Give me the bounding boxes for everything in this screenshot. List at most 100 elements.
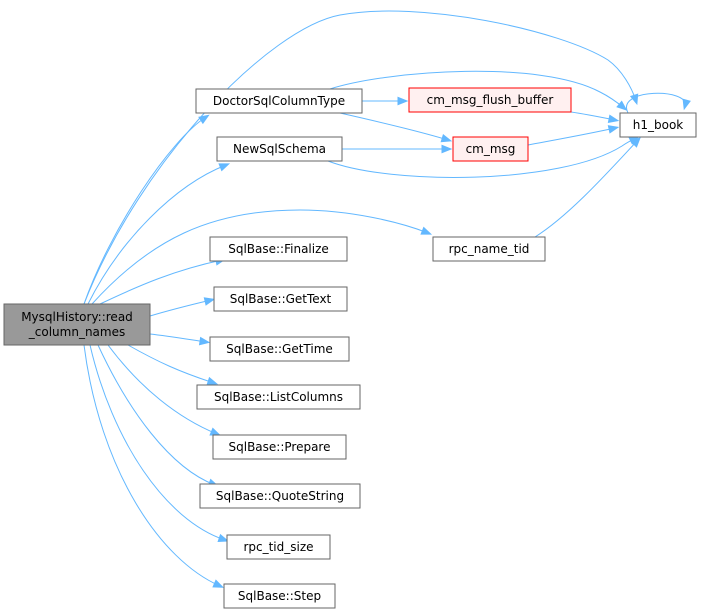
edge-cmmsg-to-h1book xyxy=(527,125,620,146)
node-box[interactable] xyxy=(226,534,331,560)
node-cmmsg[interactable]: cm_msg xyxy=(452,136,529,162)
edge-line xyxy=(327,137,637,178)
edge-line xyxy=(97,344,216,486)
edge-arrowhead xyxy=(217,533,230,543)
node-flush[interactable]: cm_msg_flush_buffer xyxy=(408,87,572,113)
edge-arrowhead xyxy=(682,98,691,111)
node-box[interactable] xyxy=(213,286,348,312)
edge-line xyxy=(570,111,616,121)
edge-doctor-to-flush xyxy=(361,96,409,106)
edge-doctor-to-h1book xyxy=(329,70,628,111)
edge-line xyxy=(149,333,207,343)
node-box[interactable] xyxy=(209,336,350,362)
edge-arrowhead xyxy=(397,96,409,106)
node-label: DoctorSqlColumnType xyxy=(213,94,345,108)
edge-flush-to-h1book xyxy=(570,111,620,123)
edge-arrowhead xyxy=(607,125,620,134)
node-box[interactable] xyxy=(209,236,348,262)
node-nametid[interactable]: rpc_name_tid xyxy=(432,236,546,262)
edge-root-to-doctor xyxy=(83,114,210,305)
edge-line xyxy=(527,127,616,146)
edge-line xyxy=(127,344,215,384)
edge-line xyxy=(87,164,227,305)
node-doctor[interactable]: DoctorSqlColumnType xyxy=(195,88,363,114)
edge-arrowhead xyxy=(440,133,453,143)
node-newschema[interactable]: NewSqlSchema xyxy=(216,136,343,162)
node-box[interactable] xyxy=(619,112,697,138)
node-label: cm_msg_flush_buffer xyxy=(427,93,554,107)
edge-h1book-to-h1book xyxy=(626,92,691,114)
edge-root-to-prepare xyxy=(107,344,222,436)
edge-newschema-to-cmmsg xyxy=(341,144,453,154)
edges-layer xyxy=(83,10,691,588)
edge-root-to-nametid xyxy=(91,209,433,305)
node-label: SqlBase::GetTime xyxy=(226,342,333,356)
node-box[interactable] xyxy=(3,303,151,346)
node-root[interactable]: MysqlHistory::read_column_names xyxy=(3,303,151,346)
edge-root-to-gettext xyxy=(149,297,216,317)
node-box[interactable] xyxy=(195,88,363,114)
node-label: SqlBase::ListColumns xyxy=(214,390,343,404)
edge-doctor-to-cmmsg xyxy=(339,112,453,143)
edge-arrowhead xyxy=(630,136,641,148)
node-prepare[interactable]: SqlBase::Prepare xyxy=(212,434,347,460)
edge-line xyxy=(99,259,223,305)
edge-arrowhead xyxy=(607,114,620,123)
node-label: NewSqlSchema xyxy=(233,142,326,156)
node-label: SqlBase::Step xyxy=(238,589,321,603)
edge-line xyxy=(107,344,218,435)
edge-arrowhead xyxy=(218,163,231,172)
node-box[interactable] xyxy=(216,136,343,162)
node-step[interactable]: SqlBase::Step xyxy=(223,583,336,609)
node-tidsize[interactable]: rpc_tid_size xyxy=(226,534,331,560)
node-label: SqlBase::QuoteString xyxy=(216,489,344,503)
edge-nametid-to-h1book xyxy=(534,136,641,238)
edge-line xyxy=(534,139,639,238)
node-label: SqlBase::Prepare xyxy=(229,440,331,454)
edge-arrowhead xyxy=(206,376,219,386)
node-box[interactable] xyxy=(223,583,336,609)
edge-root-to-step xyxy=(83,344,224,588)
node-label: cm_msg xyxy=(466,142,516,156)
node-box[interactable] xyxy=(432,236,546,262)
node-label: _column_names xyxy=(28,325,125,339)
node-gettext[interactable]: SqlBase::GetText xyxy=(213,286,348,312)
edge-arrowhead xyxy=(420,226,433,235)
edge-arrowhead xyxy=(203,297,216,306)
edge-arrowhead xyxy=(212,579,224,588)
edge-root-to-h1book xyxy=(83,10,639,305)
node-box[interactable] xyxy=(452,136,529,162)
edge-line xyxy=(339,112,449,141)
node-box[interactable] xyxy=(212,434,347,460)
edge-line xyxy=(83,344,221,587)
node-box[interactable] xyxy=(408,87,572,113)
node-label: h1_book xyxy=(633,118,684,132)
edge-line xyxy=(83,10,637,305)
edge-root-to-gettime xyxy=(149,333,211,346)
node-listcols[interactable]: SqlBase::ListColumns xyxy=(196,384,361,410)
node-label: rpc_tid_size xyxy=(243,540,313,554)
node-box[interactable] xyxy=(196,384,361,410)
node-quote[interactable]: SqlBase::QuoteString xyxy=(199,483,361,509)
node-label: rpc_name_tid xyxy=(449,242,530,256)
edge-line xyxy=(83,116,207,305)
edge-line xyxy=(149,299,212,317)
edge-root-to-newschema xyxy=(87,163,231,305)
nodes-layer: MysqlHistory::read_column_names DoctorSql… xyxy=(3,87,697,609)
edge-line xyxy=(89,344,226,541)
edge-root-to-tidsize xyxy=(89,344,230,543)
edge-arrowhead xyxy=(198,336,211,346)
edge-line xyxy=(91,209,429,305)
node-box[interactable] xyxy=(199,483,361,509)
node-gettime[interactable]: SqlBase::GetTime xyxy=(209,336,350,362)
node-finalize[interactable]: SqlBase::Finalize xyxy=(209,236,348,262)
node-label: MysqlHistory::read xyxy=(21,310,133,324)
edge-arrowhead xyxy=(198,114,210,125)
node-h1book[interactable]: h1_book xyxy=(619,112,697,138)
edge-arrowhead xyxy=(441,144,453,154)
node-label: SqlBase::Finalize xyxy=(228,242,329,256)
edge-arrowhead xyxy=(209,427,222,436)
edge-root-to-finalize xyxy=(99,257,227,305)
edge-line xyxy=(329,70,625,109)
